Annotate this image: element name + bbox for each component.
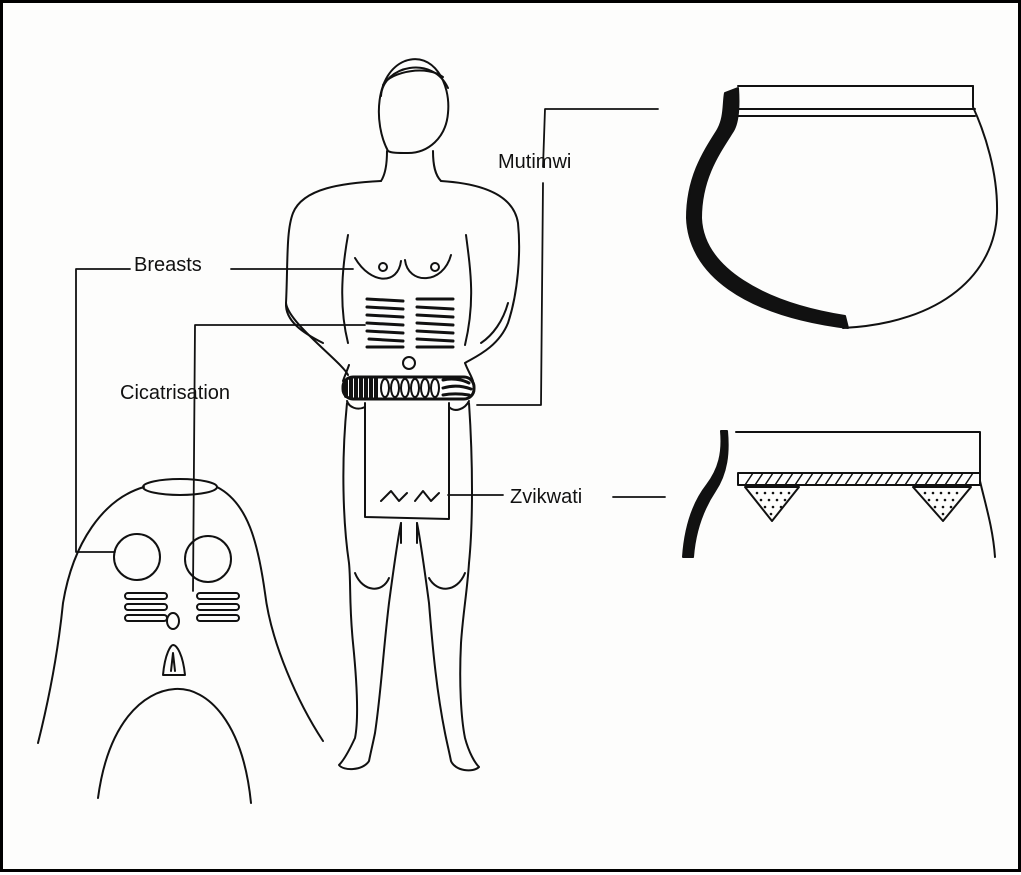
figurine-top: [143, 479, 217, 495]
label-breasts: Breasts: [134, 254, 202, 277]
fragment-profile-section: [683, 431, 728, 557]
figure-apron: [365, 403, 449, 519]
figure-belt: [343, 377, 474, 399]
figurine-breast-left: [114, 534, 160, 580]
label-zvikwati: Zvikwati: [510, 486, 582, 509]
figure-cicatrisation: [367, 299, 453, 347]
fragment-triangle-left: [745, 487, 799, 521]
figure-navel: [403, 357, 415, 369]
figurine-cicatrisation-left: [125, 593, 167, 621]
figurine-opening: [98, 689, 251, 803]
figurine-breast-right: [185, 536, 231, 582]
label-cicatrisation: Cicatrisation: [120, 382, 230, 405]
figure-breast-left: [355, 258, 401, 279]
label-mutimwi: Mutimwi: [498, 151, 571, 174]
breasts-leader-line: [76, 269, 130, 552]
fragment-triangle-right: [913, 487, 971, 521]
figure-leg-left: [339, 403, 401, 769]
figurine-cicatrisation-right: [197, 593, 239, 621]
figure-breast-right: [405, 255, 451, 278]
figure-drawing: [3, 3, 1021, 875]
figure-apron-zigzag: [381, 491, 439, 501]
clay-figurine: [38, 479, 323, 803]
pot-profile-section: [687, 88, 848, 328]
pot-fragment: [683, 431, 995, 557]
human-figure: [286, 59, 519, 770]
pot-full: [687, 86, 997, 328]
figurine-navel: [167, 613, 179, 629]
